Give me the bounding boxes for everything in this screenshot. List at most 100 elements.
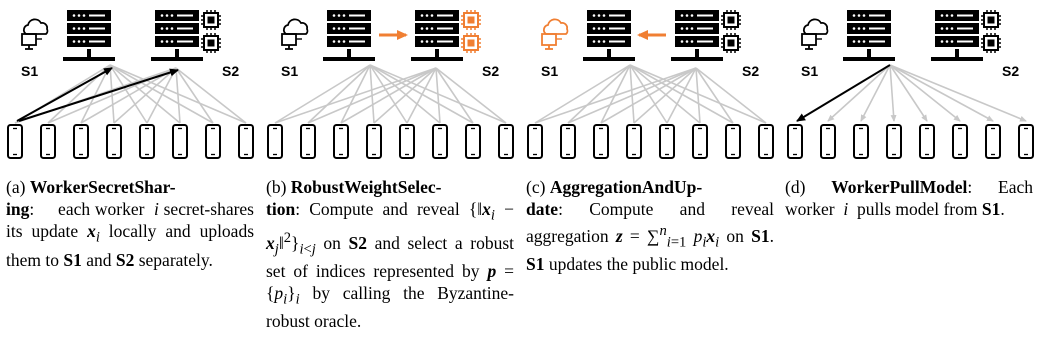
edge xyxy=(600,64,631,124)
edge xyxy=(109,64,115,124)
edge xyxy=(274,64,371,124)
phone-icon xyxy=(527,124,543,159)
edge xyxy=(369,64,408,124)
cloud-computer-icon xyxy=(281,18,309,50)
server-rack-icon xyxy=(671,10,723,61)
phone-icon xyxy=(692,124,708,159)
phone-icon xyxy=(626,124,642,159)
s1-label: S1 xyxy=(541,63,558,79)
edge xyxy=(695,67,734,124)
edge xyxy=(146,67,177,124)
phone-icon xyxy=(498,124,514,159)
edge xyxy=(435,67,507,124)
edge xyxy=(109,64,214,124)
edge xyxy=(369,64,375,124)
edge xyxy=(889,64,961,122)
phone-icon xyxy=(853,124,869,159)
arrow-icon xyxy=(796,64,891,122)
phone-icon xyxy=(919,124,935,159)
s1-label: S1 xyxy=(281,63,298,79)
gpu-chip-icon xyxy=(981,33,1001,53)
phone-icon xyxy=(820,124,836,159)
edge xyxy=(369,64,441,124)
phone-icon xyxy=(172,124,188,159)
edge xyxy=(373,67,437,124)
phone-icon xyxy=(139,124,155,159)
phone-icon xyxy=(560,124,576,159)
edge xyxy=(534,64,631,124)
arrow-icon xyxy=(18,68,179,122)
s2-label: S2 xyxy=(742,63,759,79)
phone-icon xyxy=(300,124,316,159)
edge xyxy=(369,64,507,124)
edge xyxy=(109,64,181,124)
edge xyxy=(406,67,437,124)
edge xyxy=(629,64,767,124)
server-rack-icon xyxy=(931,10,983,61)
phone-icon xyxy=(593,124,609,159)
edge xyxy=(80,67,177,124)
edge xyxy=(307,64,371,124)
phone-icon xyxy=(758,124,774,159)
phone-icon xyxy=(205,124,221,159)
edge xyxy=(889,64,928,122)
gpu-chip-icon xyxy=(201,33,221,53)
edge xyxy=(889,64,994,122)
gpu-chip-icon xyxy=(461,10,481,30)
phone-icon xyxy=(659,124,675,159)
edge xyxy=(666,67,697,124)
phone-icon xyxy=(952,124,968,159)
edge xyxy=(629,64,701,124)
s1-label: S1 xyxy=(801,63,818,79)
phone-icon xyxy=(73,124,89,159)
phone-icon xyxy=(7,124,23,159)
phone-icon xyxy=(1018,124,1034,159)
cloud-computer-icon xyxy=(801,18,829,50)
s2-label: S2 xyxy=(222,63,239,79)
server-rack-icon xyxy=(843,10,895,61)
phone-icon xyxy=(267,124,283,159)
edge xyxy=(175,67,247,124)
edge xyxy=(340,64,371,124)
server-rack-icon xyxy=(323,10,375,61)
phone-icon xyxy=(238,124,254,159)
edge xyxy=(889,64,897,122)
gpu-chip-icon xyxy=(721,10,741,30)
caption-d: (d) WorkerPullModel: Each worker i pulls… xyxy=(785,177,1034,219)
phone-icon xyxy=(399,124,415,159)
edge xyxy=(827,64,891,122)
phone-icon xyxy=(985,124,1001,159)
arrow-icon xyxy=(16,67,113,122)
phone-icon xyxy=(787,124,803,159)
gpu-chip-icon xyxy=(201,10,221,30)
edge xyxy=(629,64,668,124)
gpu-chip-icon xyxy=(981,10,1001,30)
caption-c: (c) AggregationAndUp-date: Compute and r… xyxy=(526,177,775,275)
phone-icon xyxy=(40,124,56,159)
server-rack-icon xyxy=(63,10,115,61)
edge xyxy=(109,64,148,124)
phone-icon xyxy=(725,124,741,159)
edge xyxy=(435,67,441,124)
edge xyxy=(435,67,474,124)
server-rack-icon xyxy=(411,10,463,61)
edge xyxy=(629,64,734,124)
edge xyxy=(600,67,697,124)
gpu-chip-icon xyxy=(461,33,481,53)
edge xyxy=(567,64,631,124)
phone-icon xyxy=(366,124,382,159)
edge xyxy=(695,67,701,124)
edge xyxy=(695,67,767,124)
edge xyxy=(113,67,177,124)
phone-icon xyxy=(106,124,122,159)
edge xyxy=(175,67,214,124)
edge xyxy=(340,67,437,124)
caption-b: (b) RobustWeightSelec-tion: Compute and … xyxy=(266,177,515,332)
gpu-chip-icon xyxy=(721,33,741,53)
edge xyxy=(860,64,891,122)
phone-icon xyxy=(886,124,902,159)
panel-c: S1 S2 xyxy=(527,10,774,159)
edge xyxy=(629,64,635,124)
